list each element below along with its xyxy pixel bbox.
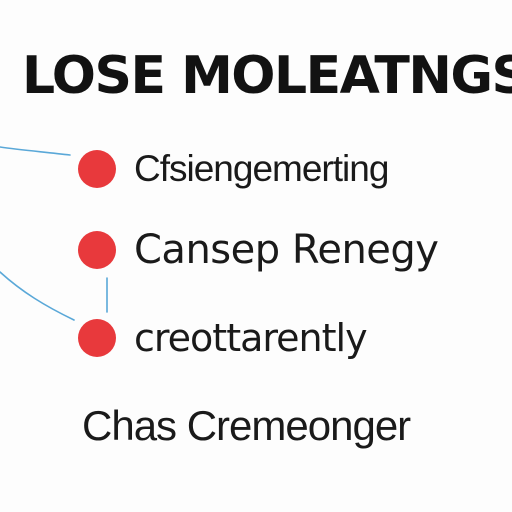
connector-top-left — [0, 146, 71, 156]
node-1-label: Cfsiengemerting — [134, 148, 389, 189]
node-3-label: creottarently — [134, 316, 368, 360]
node-3-dot — [78, 319, 116, 357]
node-3: creottarently — [78, 313, 368, 363]
diagram-footer: Chas Cremeonger — [82, 402, 411, 449]
node-2-dot — [78, 231, 116, 269]
diagram-title: LOSE MOLEATNGS — [22, 46, 512, 106]
node-2: Cansep Renegy — [78, 225, 439, 275]
node-1-dot — [78, 150, 116, 188]
node-1: Cfsiengemerting — [78, 144, 389, 194]
connector-left-to-node-3 — [0, 271, 75, 321]
node-2-label: Cansep Renegy — [134, 227, 439, 273]
